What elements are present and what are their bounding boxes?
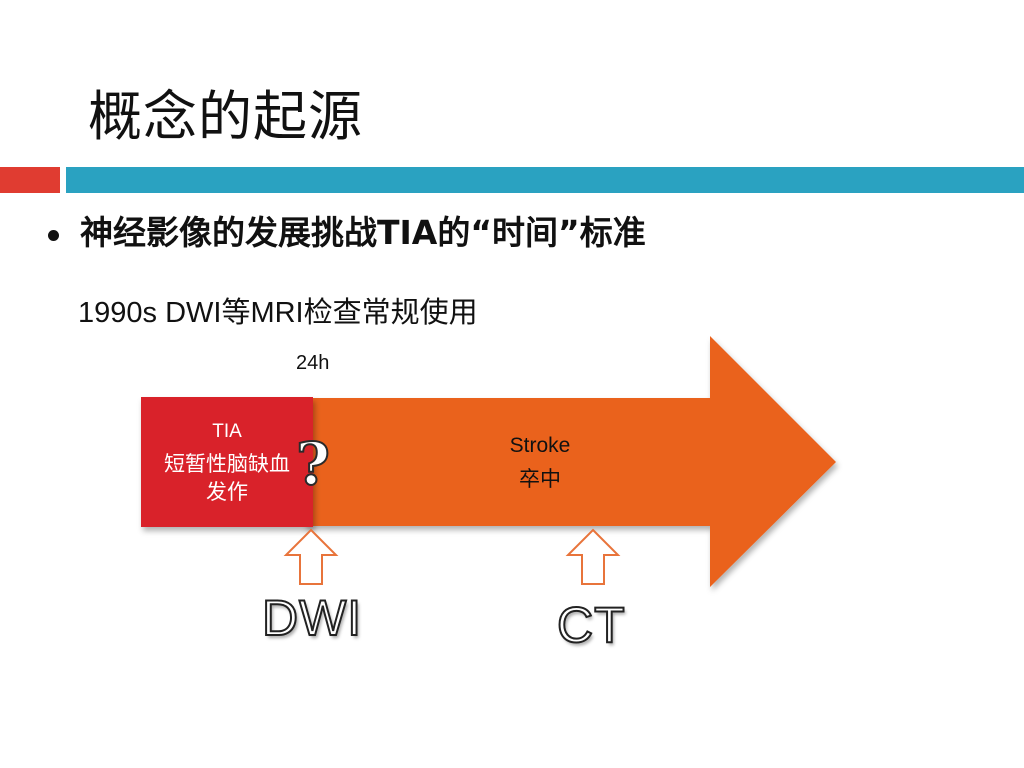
slide-title: 概念的起源 bbox=[88, 85, 363, 148]
ct-marker-label: CT bbox=[556, 596, 626, 654]
tia-label-cn: 短暂性脑缺血发作 bbox=[164, 452, 290, 504]
bullet-dot bbox=[48, 230, 59, 241]
tia-label-en: TIA bbox=[212, 421, 242, 442]
bullet-text: 神经影像的发展挑战TIA的“时间”标准 bbox=[80, 213, 646, 252]
sub-statement: 1990s DWI等MRI检查常规使用 bbox=[78, 297, 478, 329]
stroke-timeline-arrow bbox=[305, 336, 836, 587]
question-mark-icon: ? bbox=[296, 430, 330, 498]
header-accent-red-bar bbox=[0, 167, 60, 193]
header-accent-blue-bar bbox=[66, 167, 1024, 193]
stroke-label-en: Stroke bbox=[509, 434, 571, 457]
timepoint-label: 24h bbox=[296, 352, 330, 374]
dwi-marker-label: DWI bbox=[261, 589, 363, 647]
up-arrow-icon-ct bbox=[565, 528, 621, 585]
tia-box bbox=[141, 397, 313, 527]
stroke-label-cn: 卒中 bbox=[519, 467, 561, 491]
up-arrow-icon-dwi bbox=[283, 528, 339, 585]
